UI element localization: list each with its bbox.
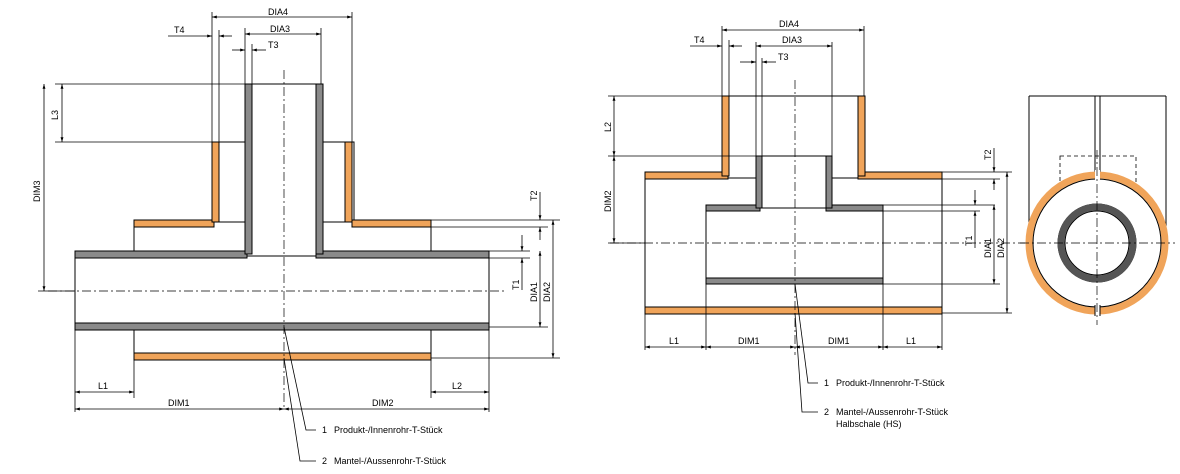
- v1-dim1-label: DIM1: [168, 398, 190, 408]
- v2-callout-2-num: 2: [824, 407, 829, 417]
- v2-t3-label: T3: [778, 52, 789, 62]
- view1-tee-section: DIA4 DIA3 T3 T4 L3 DIM3 T2 T1: [32, 7, 560, 466]
- v1-dim2-label: DIM2: [372, 398, 394, 408]
- v2-l1-left-label: L1: [669, 336, 679, 346]
- v1-t2-label: T2: [529, 190, 539, 201]
- v1-callout-2-num: 2: [322, 456, 327, 466]
- v1-l3-label: L3: [50, 110, 60, 120]
- v1-dia1-label: DIA1: [529, 282, 539, 302]
- v2-callout-1-text: Produkt-/Innenrohr-T-Stück: [836, 378, 945, 388]
- v1-dia4-label: DIA4: [268, 7, 288, 17]
- v2-callout-2-text2: Halbschale (HS): [836, 419, 902, 429]
- v1-l1-label: L1: [98, 381, 108, 391]
- v1-callout-2-text: Mantel-/Aussenrohr-T-Stück: [334, 456, 447, 466]
- v2-dim1-right-label: DIM1: [828, 336, 850, 346]
- v1-l2-label: L2: [452, 381, 462, 391]
- v2-callout-1-num: 1: [824, 378, 829, 388]
- v2-dia3-label: DIA3: [782, 35, 802, 45]
- v2-t2-label: T2: [983, 149, 993, 160]
- view3-side-view: [1020, 95, 1175, 325]
- view1-inner-pipe: [74, 83, 490, 331]
- v1-t4-label: T4: [174, 25, 185, 35]
- view2-tee-halfshell: DIA4 DIA3 T3 T4 L2 DIM2 T2 T1 D: [603, 19, 1025, 429]
- v1-callout-1-text: Produkt-/Innenrohr-T-Stück: [334, 425, 443, 435]
- v1-callout-1-num: 1: [322, 425, 327, 435]
- v2-dim2-label: DIM2: [603, 190, 613, 212]
- v2-t1-label: T1: [964, 235, 974, 246]
- v1-dim3-label: DIM3: [32, 180, 42, 202]
- v2-l1-right-label: L1: [906, 336, 916, 346]
- v2-dia2-label: DIA2: [996, 238, 1006, 258]
- v1-t3-label: T3: [268, 40, 279, 50]
- v2-dia1-label: DIA1: [983, 238, 993, 258]
- v1-dia2-label: DIA2: [542, 282, 552, 302]
- v2-t4-label: T4: [694, 35, 705, 45]
- v1-t1-label: T1: [511, 279, 521, 290]
- v1-dia3-label: DIA3: [270, 24, 290, 34]
- v2-callout-2-text: Mantel-/Aussenrohr-T-Stück: [836, 407, 949, 417]
- v2-dia4-label: DIA4: [779, 19, 799, 29]
- v2-l2-label: L2: [603, 122, 613, 132]
- v2-dim1-left-label: DIM1: [738, 336, 760, 346]
